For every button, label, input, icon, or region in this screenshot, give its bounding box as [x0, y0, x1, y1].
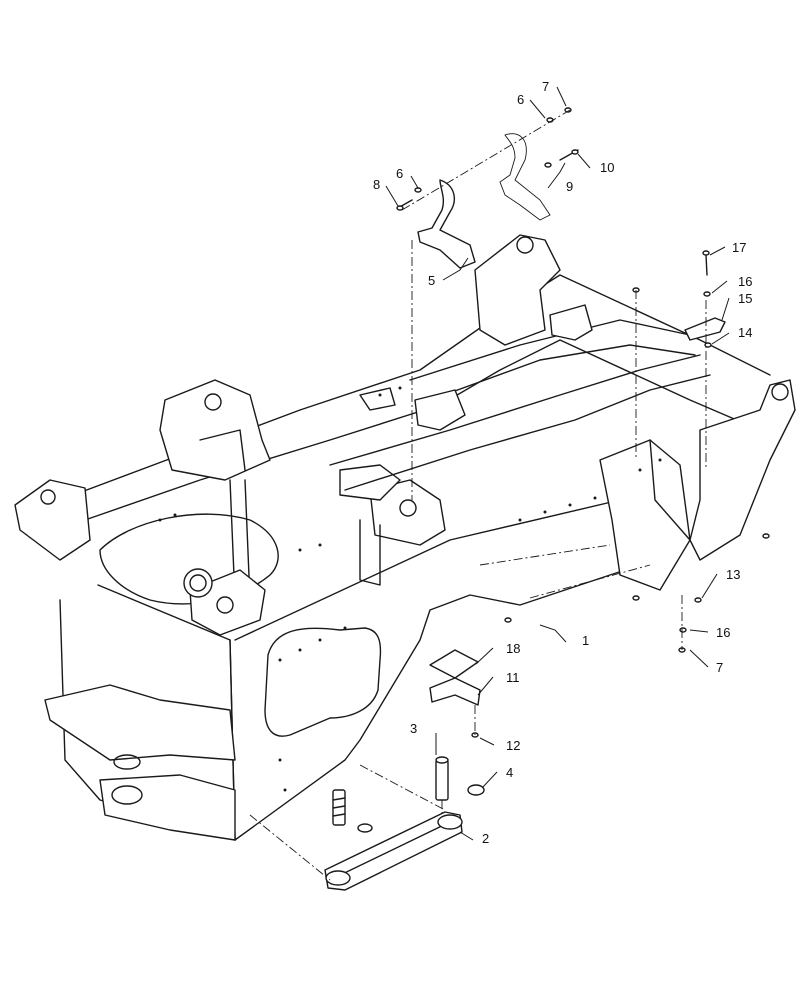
callout-15: 15	[738, 291, 752, 306]
mounting-holes	[158, 386, 662, 792]
clip-15	[684, 317, 726, 341]
pin-3	[435, 756, 449, 801]
link-bar-2	[324, 811, 463, 891]
pin-lower	[332, 789, 346, 826]
callout-5: 5	[428, 273, 435, 288]
callout-16b: 16	[716, 625, 730, 640]
callout-8: 8	[373, 177, 380, 192]
callout-11: 11	[506, 670, 520, 685]
callout-13: 13	[726, 567, 740, 582]
bracket-5-ghost	[499, 133, 551, 221]
callout-7a: 7	[542, 79, 549, 94]
callout-16a: 16	[738, 274, 752, 289]
callout-12: 12	[506, 738, 520, 753]
callout-7b: 7	[716, 660, 723, 675]
callout-9: 9	[566, 179, 573, 194]
callout-14: 14	[738, 325, 752, 340]
callout-3: 3	[410, 721, 417, 736]
callout-1: 1	[582, 633, 589, 648]
plate-18	[429, 649, 479, 679]
callout-2: 2	[482, 831, 489, 846]
washer-4	[467, 784, 485, 796]
assembly-lines	[249, 109, 707, 881]
callout-10: 10	[600, 160, 614, 175]
main-frame	[14, 234, 796, 841]
callout-leaders	[385, 86, 730, 841]
callout-6b: 6	[517, 92, 524, 107]
bracket-11	[429, 677, 481, 706]
fasteners	[396, 107, 770, 738]
washer-lower	[357, 823, 373, 833]
callout-4: 4	[506, 765, 513, 780]
callout-17: 17	[732, 240, 746, 255]
bracket-5	[417, 179, 476, 269]
callout-labels: 1 2 3 4 5 6 6 7 7 8 9 10 11 12 13 14 15 …	[373, 79, 752, 846]
callout-18: 18	[506, 641, 520, 656]
callout-6a: 6	[396, 166, 403, 181]
